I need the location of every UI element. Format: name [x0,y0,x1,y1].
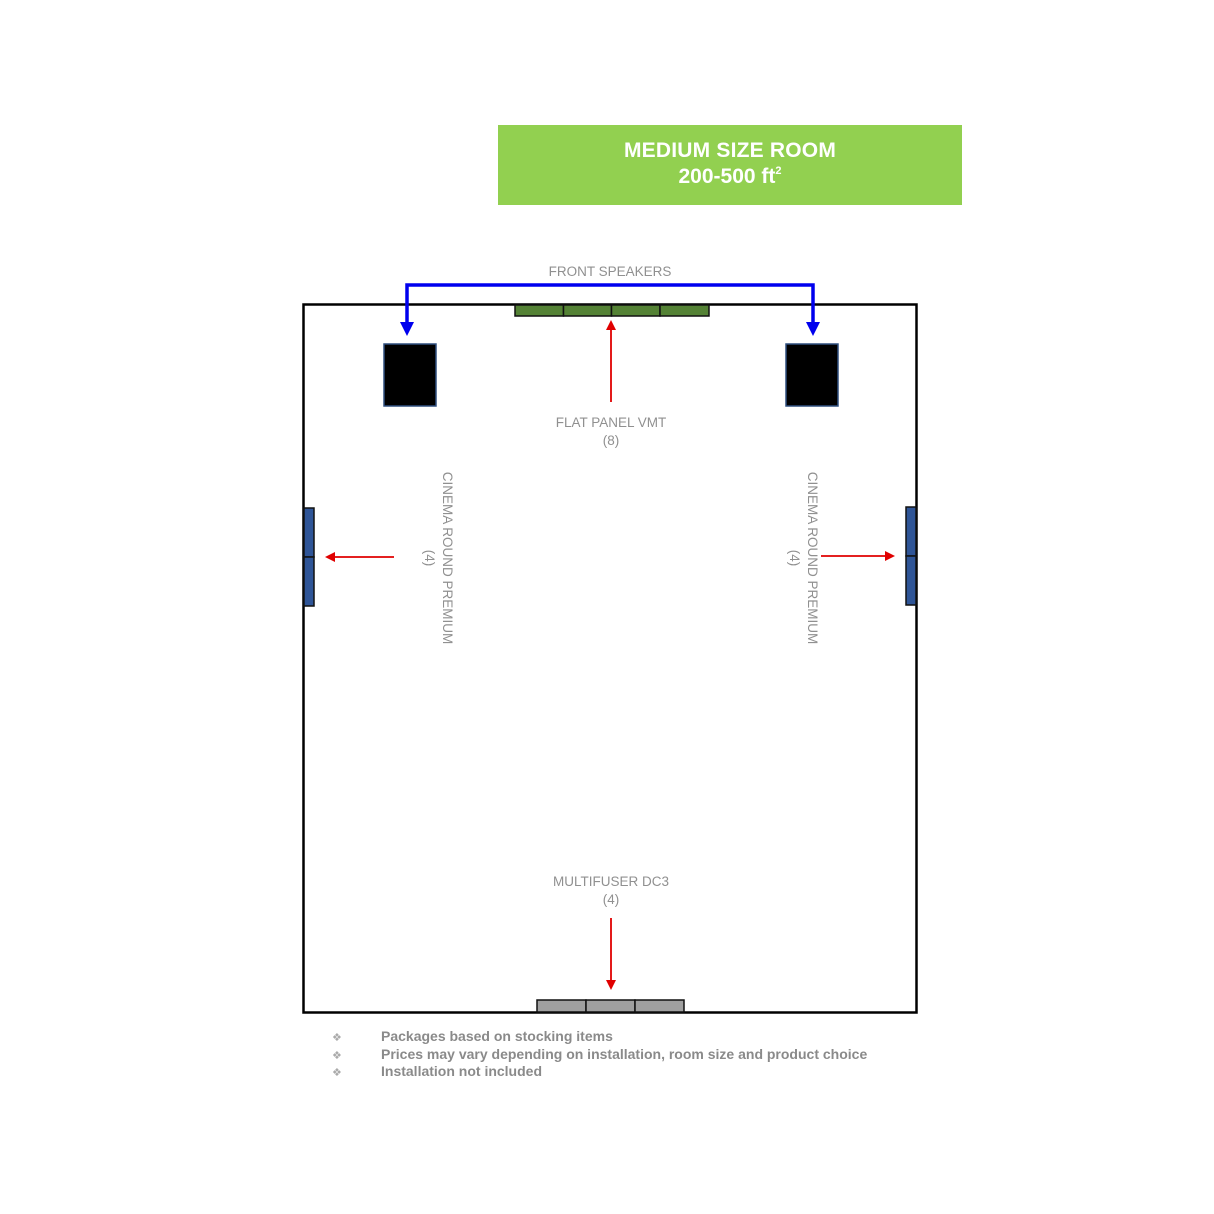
front-left-speaker [383,343,437,407]
diamond-bullet-icon: ❖ [332,1049,342,1062]
side-left-panels [303,507,315,607]
rear-multifuser-panels [536,999,685,1013]
room-size-banner: MEDIUM SIZE ROOM 200-500 ft2 [498,125,962,205]
arrow-right-speaker-icon [806,322,820,336]
note-item: ❖Packages based on stocking items [330,1028,867,1046]
side-left-label: CINEMA ROUND PREMIUM (4) [422,471,455,645]
multifuser-label: MULTIFUSER DC3 (4) [552,874,669,907]
side-right-panels [905,506,917,606]
front-speakers-label: FRONT SPEAKERS [548,264,672,279]
front-right-speaker [785,343,839,407]
front-speaker-connector [405,283,815,326]
note-item: ❖Installation not included [330,1063,867,1081]
note-item: ❖Prices may vary depending on installati… [330,1046,867,1064]
banner-title: MEDIUM SIZE ROOM [623,139,837,162]
flat-panel-vmt [514,304,710,317]
flat-panel-label: FLAT PANEL VMT (8) [555,415,667,448]
banner-size-range: 200-500 ft2 [678,165,782,188]
notes-list: ❖Packages based on stocking items ❖Price… [330,1028,867,1081]
arrow-left-speaker-icon [400,322,414,336]
side-right-label: CINEMA ROUND PREMIUM (4) [787,471,820,645]
diamond-bullet-icon: ❖ [332,1032,342,1044]
diamond-bullet-icon: ❖ [332,1067,342,1079]
